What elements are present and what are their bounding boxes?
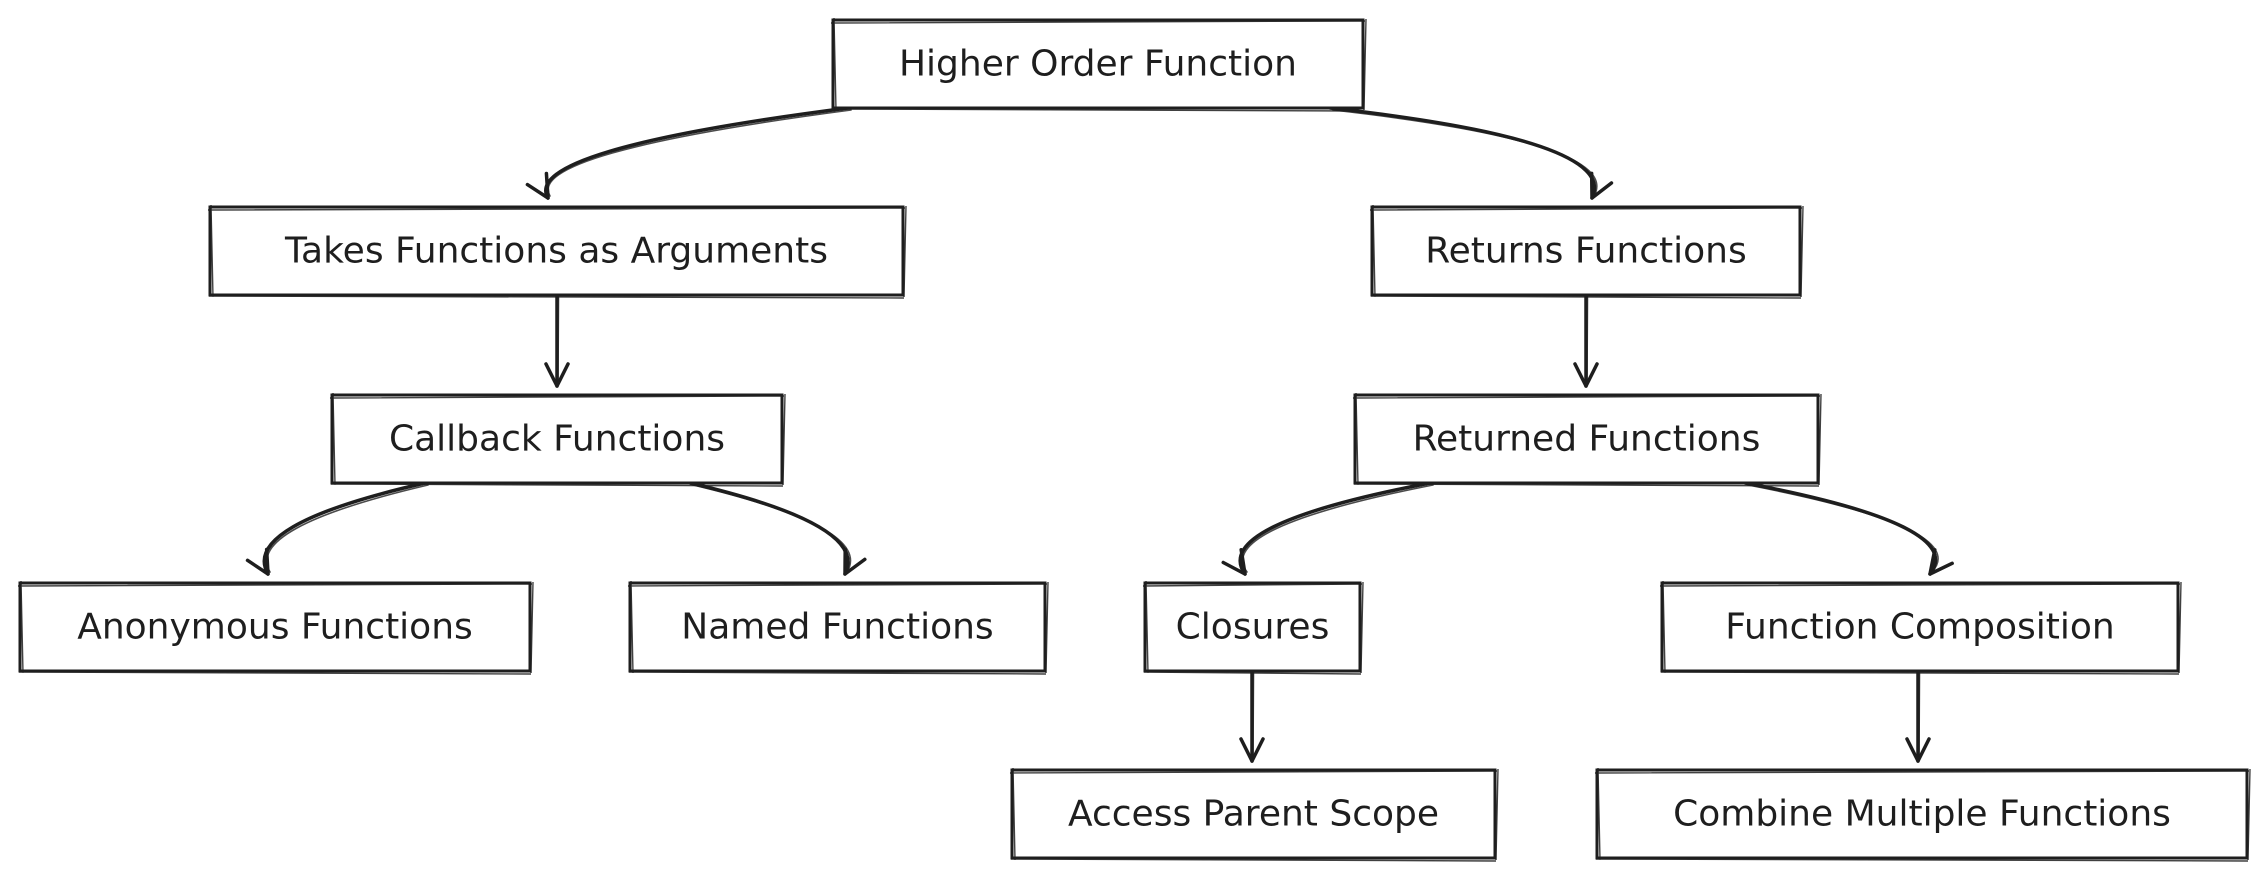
node-box [1010, 768, 1497, 860]
edge-sketch-line [1332, 109, 1598, 197]
node-returns[interactable]: Returns Functions [1369, 204, 1804, 299]
node-label: Combine Multiple Functions [1673, 794, 2171, 835]
node-sketch-outline [17, 580, 534, 675]
node-sketch-outline [1352, 392, 1822, 487]
node-named[interactable]: Named Functions [627, 580, 1049, 675]
edge-callback-to-anonymous [245, 481, 429, 576]
edge-closures-to-parent_scope [1239, 669, 1265, 763]
edge-line [1328, 106, 1597, 200]
edge-sketch-line [557, 294, 560, 384]
node-sketch-outline [1369, 204, 1804, 299]
edge-returned-to-composition [1743, 481, 1954, 576]
edge-line [262, 481, 427, 576]
node-sketch-outline [627, 580, 1049, 675]
node-label: Access Parent Scope [1068, 794, 1439, 835]
edge-sketch-line [1747, 484, 1939, 573]
node-box [1143, 581, 1362, 673]
node-label: Returns Functions [1425, 231, 1747, 272]
node-box [1660, 581, 2180, 673]
edge-line [1238, 481, 1432, 576]
node-sketch-outline [1659, 580, 2182, 675]
node-closures[interactable]: Closures [1142, 580, 1364, 675]
arrowhead-icon [525, 171, 550, 200]
node-sketch-outline [207, 204, 907, 299]
arrowhead-icon [1573, 362, 1599, 388]
edge-hof-to-takes [525, 106, 852, 200]
edge-composition-to-combine [1905, 669, 1931, 763]
edge-sketch-line [1586, 294, 1589, 384]
node-label: Closures [1176, 607, 1330, 648]
edge-returns-to-returned [1573, 293, 1599, 388]
edge-sketch-line [547, 109, 852, 197]
edge-callback-to-named [688, 481, 867, 576]
node-takes[interactable]: Takes Functions as Arguments [207, 204, 907, 299]
edge-hof-to-returns [1328, 106, 1614, 200]
node-label: Function Composition [1725, 607, 2114, 648]
arrowhead-icon [843, 547, 867, 576]
node-sketch-outline [329, 392, 786, 487]
node-hof[interactable]: Higher Order Function [830, 17, 1367, 112]
arrowhead-icon [544, 362, 570, 388]
node-label: Anonymous Functions [77, 607, 473, 648]
node-label: Named Functions [681, 607, 993, 648]
node-sketch-outline [1594, 767, 2251, 862]
node-sketch-outline [1142, 580, 1364, 675]
node-callback[interactable]: Callback Functions [329, 392, 786, 487]
node-combine[interactable]: Combine Multiple Functions [1594, 767, 2251, 862]
arrowhead-icon [1905, 737, 1931, 763]
node-box [831, 18, 1365, 110]
node-parent-scope[interactable]: Access Parent Scope [1009, 767, 1499, 862]
node-label: Returned Functions [1413, 419, 1761, 460]
node-box [628, 581, 1047, 673]
arrowhead-icon [245, 547, 270, 576]
node-sketch-outline [830, 17, 1367, 112]
arrowhead-icon [1221, 547, 1247, 576]
node-returned[interactable]: Returned Functions [1352, 392, 1822, 487]
edge-sketch-line [692, 484, 852, 573]
edge-sketch-line [1918, 670, 1921, 759]
arrowhead-icon [1928, 548, 1954, 576]
arrowhead-icon [1589, 171, 1614, 200]
edge-sketch-line [1252, 670, 1255, 759]
node-label: Higher Order Function [899, 44, 1297, 85]
node-anonymous[interactable]: Anonymous Functions [17, 580, 534, 675]
node-box [1353, 393, 1820, 485]
edge-line [544, 106, 850, 200]
edge-returned-to-closures [1221, 481, 1434, 576]
node-box [1595, 768, 2249, 860]
node-composition[interactable]: Function Composition [1659, 580, 2182, 675]
edges-layer [245, 106, 1954, 763]
edge-line [688, 481, 850, 576]
node-sketch-outline [1009, 767, 1499, 862]
arrowhead-icon [1239, 737, 1265, 763]
node-box [1370, 205, 1802, 297]
node-box [208, 205, 905, 297]
node-label: Callback Functions [389, 419, 725, 460]
node-box [18, 581, 532, 673]
node-box [330, 393, 784, 485]
node-label: Takes Functions as Arguments [284, 231, 828, 272]
edge-takes-to-callback [544, 293, 570, 388]
